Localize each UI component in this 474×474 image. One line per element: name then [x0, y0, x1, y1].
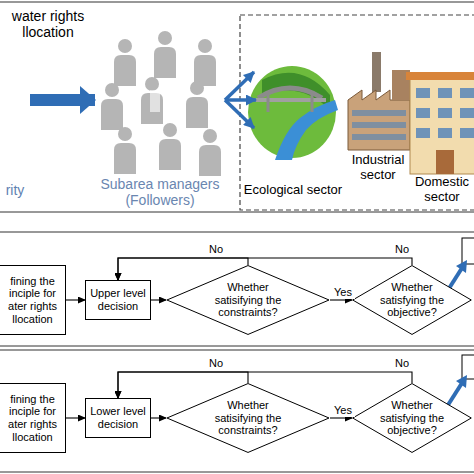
node-text: Lower level decision	[88, 405, 148, 430]
factory-window	[352, 134, 406, 140]
edge-label: No	[390, 357, 414, 370]
window	[460, 88, 474, 98]
factory-window	[352, 110, 406, 116]
flow-arrow	[118, 372, 248, 398]
person-icon	[101, 83, 123, 130]
decision-diamond: Whether satisifying the constraints?	[166, 265, 330, 335]
flow-arrow	[118, 372, 412, 398]
diamond-shape	[353, 384, 472, 453]
followers-group: Subarea managers (Followers)	[95, 20, 225, 208]
sector-node: Domestic sector	[407, 55, 474, 205]
edge-label: No	[204, 357, 228, 370]
flow-arrow	[330, 417, 352, 418]
flow-arrow	[66, 299, 85, 300]
flow-arrow	[66, 417, 85, 418]
window	[460, 128, 474, 138]
cropped-box	[462, 238, 474, 264]
node-text: Industrial sector	[345, 153, 411, 183]
cropped-box	[462, 355, 474, 379]
allocation-arrow	[30, 94, 95, 106]
node-text: Whether satisfying the objective?	[379, 281, 445, 319]
window	[438, 88, 452, 98]
sector-node: Ecological sector	[238, 50, 348, 198]
edge-label: No	[204, 243, 228, 256]
node-text: Domestic sector	[407, 175, 474, 205]
ecological-illustration	[248, 66, 338, 160]
bridge-pillar	[267, 92, 270, 112]
diamond-shape	[353, 266, 472, 335]
panel-border	[0, 2, 474, 212]
factory-window	[352, 122, 406, 128]
people-icons	[101, 31, 221, 176]
allocation-arrow	[225, 72, 254, 100]
decision-diamond: Whether satisifying the constraints?	[166, 383, 330, 453]
person-icon	[159, 123, 181, 170]
person-highlight	[150, 90, 160, 112]
chimney	[372, 52, 381, 92]
diamond-shape	[167, 384, 329, 453]
window	[416, 88, 430, 98]
allocation-arrow	[225, 100, 254, 128]
process-box: Lower level decision	[85, 398, 151, 438]
door	[436, 150, 454, 174]
process-box: Upper level decision	[85, 280, 151, 320]
result-arrow-head	[456, 375, 467, 388]
result-arrow	[448, 383, 462, 405]
flow-arrow	[151, 299, 166, 300]
bridge-pillar	[311, 92, 314, 112]
window	[416, 128, 430, 138]
panel-border	[0, 350, 474, 472]
authority-label: rity	[0, 60, 30, 198]
edge-label: Yes	[331, 404, 355, 417]
flow-arrow	[118, 258, 248, 280]
flow-arrow	[151, 417, 166, 418]
person-icon	[141, 77, 163, 124]
industrial-illustration	[348, 52, 410, 150]
sector-node: Industrial sector	[345, 55, 411, 183]
node-text: Whether satisifying the constraints?	[203, 399, 293, 437]
apartment-roof	[406, 72, 474, 80]
node-text: fining the inciple for ater rights lloca…	[2, 275, 64, 326]
river	[275, 100, 338, 160]
node-text: Whether satisfying the objective?	[379, 399, 445, 437]
person-icon	[194, 39, 216, 86]
result-arrow	[448, 268, 462, 290]
principle-box: fining the inciple for ater rights lloca…	[0, 265, 66, 335]
principle-box: fining the inciple for ater rights lloca…	[0, 383, 66, 453]
domestic-illustration	[406, 72, 474, 174]
node-text: Subarea managers (Followers)	[95, 176, 225, 208]
edge-label: Yes	[331, 286, 355, 299]
window	[460, 108, 474, 118]
person-icon	[154, 31, 176, 78]
allocation-arrow	[225, 98, 256, 102]
person-icon	[114, 39, 136, 86]
edge-label: water rights llocation	[2, 8, 94, 40]
node-text: rity	[6, 182, 25, 198]
flow-arrow	[118, 258, 412, 280]
node-text: Whether satisifying the constraints?	[203, 281, 293, 319]
person-icon	[186, 81, 208, 128]
person-icon	[114, 127, 136, 174]
edge-label: No	[390, 243, 414, 256]
window	[438, 108, 452, 118]
node-text: fining the inciple for ater rights lloca…	[2, 393, 64, 444]
window	[438, 128, 452, 138]
panel-border	[0, 232, 474, 346]
decision-diamond: Whether satisfying the objective?	[352, 383, 472, 453]
result-arrow-head	[456, 260, 467, 273]
flow-arrow	[330, 299, 352, 300]
bridge-deck	[255, 98, 326, 102]
dashed-group-box	[240, 15, 474, 210]
decision-diamond: Whether satisfying the objective?	[352, 265, 472, 335]
window	[416, 108, 430, 118]
diamond-shape	[167, 266, 329, 335]
person-icon	[199, 129, 221, 176]
node-text: Ecological sector	[244, 183, 342, 198]
apartment-body	[410, 78, 474, 174]
node-text: Upper level decision	[88, 287, 148, 312]
